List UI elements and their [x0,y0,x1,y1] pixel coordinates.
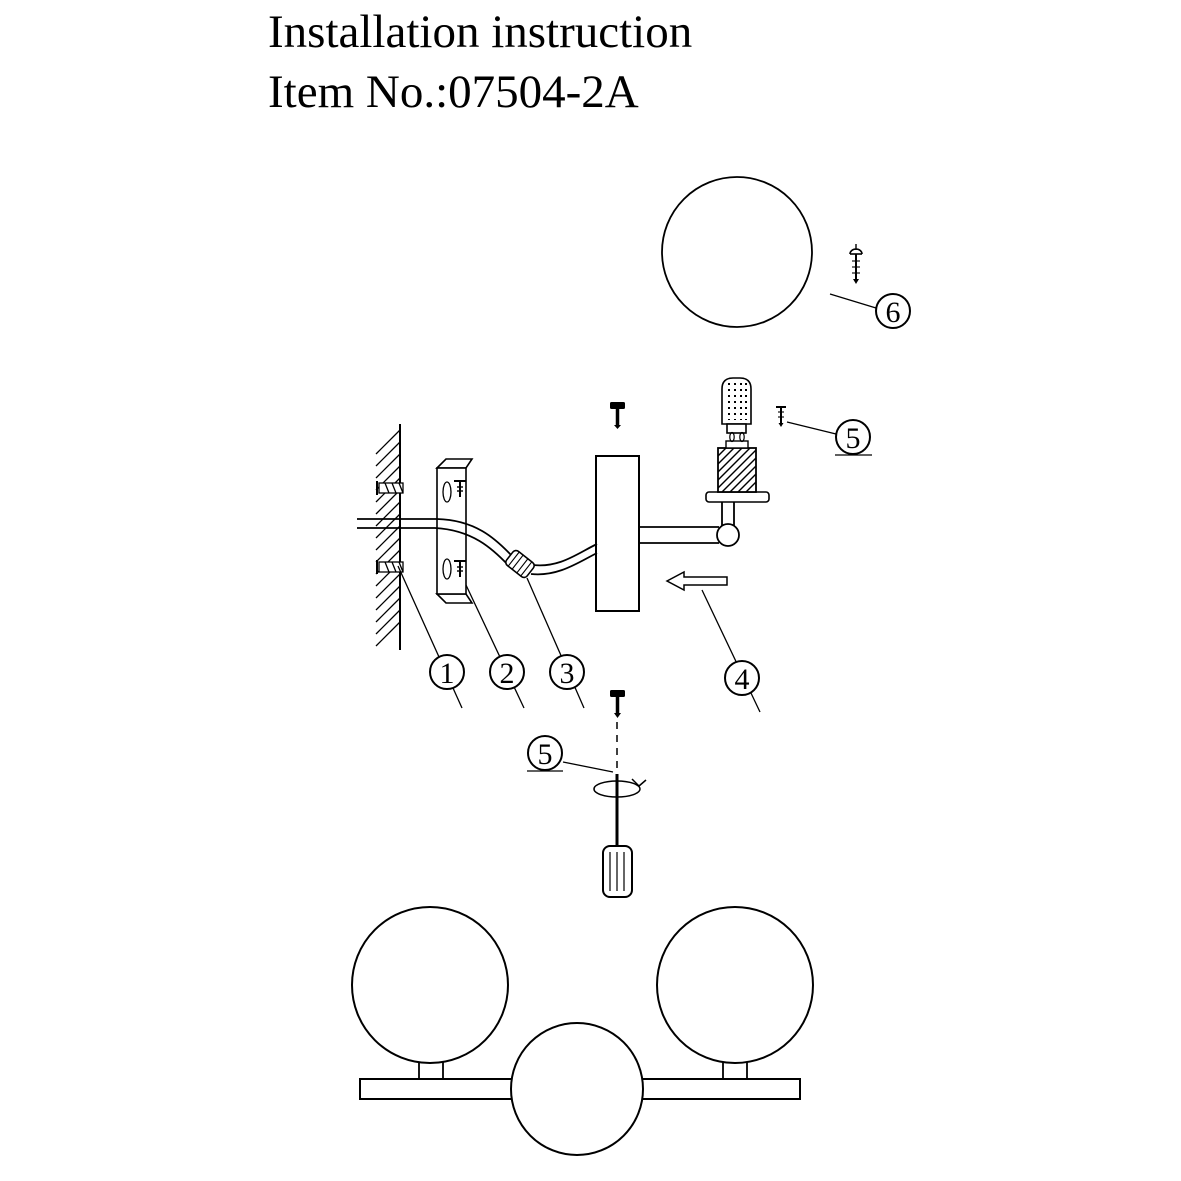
callout-2-label: 2 [500,657,515,690]
title-line2: Item No.:07504-2A [268,66,639,118]
callout-4: 4 [724,660,760,696]
callout-2: 2 [489,654,525,690]
wires [357,518,598,576]
assembled-fixture [351,906,814,1156]
callout-3: 3 [549,654,585,690]
callout-5a: 5 [835,419,871,455]
callout-5b: 5 [527,735,563,771]
lamp-socket [717,440,757,493]
mount-screw-icon [610,690,625,718]
callout-1: 1 [429,654,465,690]
fixture-body [595,455,640,612]
callout-4-label: 4 [735,663,750,696]
screwdriver-icon [593,774,647,898]
callout-5a-label: 5 [846,422,861,455]
glass-globe [661,176,813,328]
bracket-screw-bottom [454,560,466,577]
fixture-arm [639,526,719,544]
wall-anchor-bottom [376,560,404,574]
callout-3-label: 3 [560,657,575,690]
callout-6-label: 6 [886,296,901,329]
callout-5b-label: 5 [538,738,553,771]
ball-joint [716,523,740,547]
wall [375,424,401,650]
assembled-globe-center [510,1022,644,1156]
bracket-screw-top [454,480,466,497]
insert-direction-arrow [665,570,728,592]
wall-anchor-top [376,481,404,495]
socket-stem [721,502,735,526]
title-line1: Installation instruction [268,6,693,58]
globe-screw-icon [849,244,863,284]
page-title: Installation instruction Item No.:07504-… [268,2,692,122]
socket-screw-icon [776,406,786,427]
g9-bulb [721,377,752,443]
callout-1-label: 1 [440,657,455,690]
assembled-globe-right [656,906,814,1064]
body-screw-icon [610,402,625,429]
callout-6: 6 [875,293,911,329]
wire-connector [505,549,535,579]
socket-flange [705,491,770,503]
assembled-globe-left [351,906,509,1064]
